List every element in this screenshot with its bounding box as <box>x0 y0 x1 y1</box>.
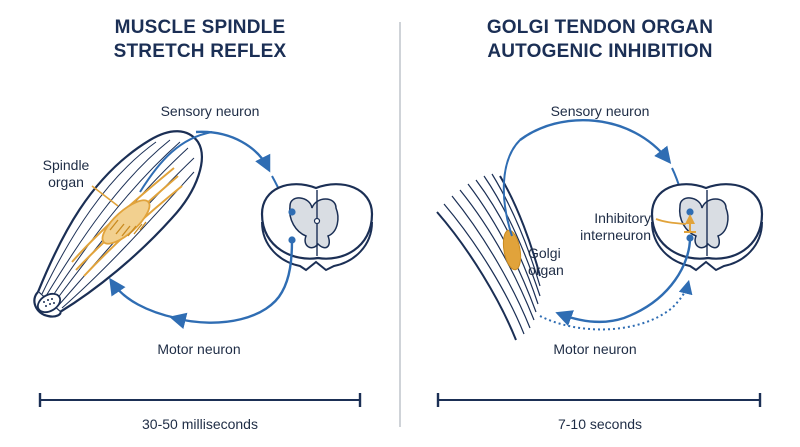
left-motor-label: Motor neuron <box>157 341 241 357</box>
spindle-organ-label-line-1: Spindle <box>42 157 90 173</box>
left-title: MUSCLE SPINDLE STRETCH REFLEX <box>0 16 400 64</box>
left-sensory-synapse <box>288 208 296 216</box>
right-title: GOLGI TENDON ORGAN AUTOGENIC INHIBITION <box>400 16 800 64</box>
left-duration-label: 30-50 milliseconds <box>142 416 258 432</box>
golgi-organ-label: Golgi organ <box>528 245 564 279</box>
panel-divider <box>399 22 401 427</box>
right-title-line-2: AUTOGENIC INHIBITION <box>487 41 713 62</box>
right-motor-label: Motor neuron <box>553 341 637 357</box>
right-duration-label: 7-10 seconds <box>557 416 643 432</box>
inhibitory-interneuron-label: Inhibitory interneuron <box>571 210 651 244</box>
right-sensory-label: Sensory neuron <box>550 103 650 119</box>
left-spinal-cord <box>260 183 374 272</box>
spindle-organ-label-line-2: organ <box>48 174 84 190</box>
right-spinal-cord <box>650 183 764 272</box>
right-title-line-1: GOLGI TENDON ORGAN <box>486 17 714 38</box>
inhibitory-interneuron <box>655 214 696 233</box>
interneuron-label-line-1: Inhibitory <box>594 210 651 226</box>
golgi-organ-label-line-1: Golgi <box>528 245 561 261</box>
right-sensory-synapse <box>686 208 694 216</box>
left-sensory-fiber <box>139 131 213 193</box>
right-sensory-arrow <box>519 118 672 164</box>
spindle-organ-label: Spindle organ <box>28 157 104 191</box>
left-title-line-2: STRETCH REFLEX <box>113 41 287 62</box>
left-duration-bar <box>38 393 362 407</box>
left-sensory-arrow <box>195 130 271 173</box>
right-motor-arrow <box>555 237 692 326</box>
left-motor-arrow <box>169 239 294 329</box>
left-muscle <box>33 130 203 318</box>
spindle-pointer <box>91 185 119 207</box>
right-sensory-fiber <box>502 139 521 237</box>
right-duration-bar <box>436 393 762 407</box>
golgi-organ-label-line-2: organ <box>528 262 564 278</box>
left-sensory-label: Sensory neuron <box>160 103 260 119</box>
left-motor-return <box>109 277 177 320</box>
right-muscle <box>436 173 541 341</box>
interneuron-label-line-2: interneuron <box>580 227 651 243</box>
left-title-line-1: MUSCLE SPINDLE <box>114 17 286 38</box>
